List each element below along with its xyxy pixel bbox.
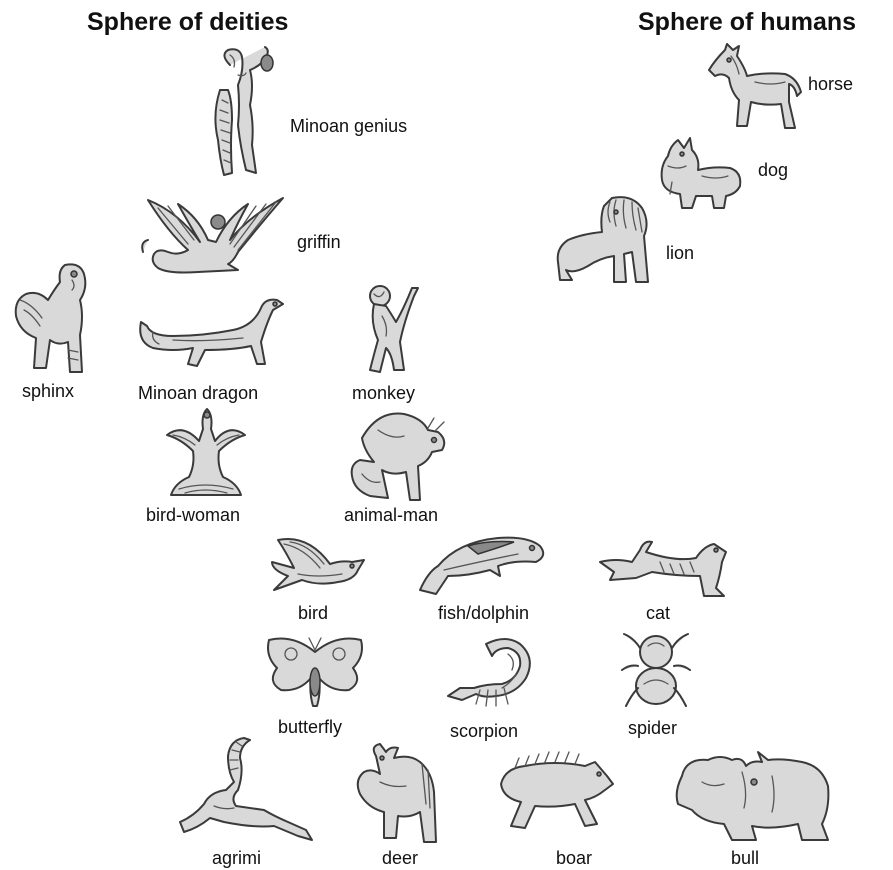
- label-scorpion: scorpion: [450, 721, 518, 742]
- label-agrimi: agrimi: [212, 848, 261, 869]
- label-lion: lion: [666, 243, 694, 264]
- bull-icon: [672, 752, 832, 844]
- heading-sphere-of-humans: Sphere of humans: [638, 8, 856, 37]
- minoan-genius-icon: [210, 45, 280, 185]
- boar-icon: [495, 748, 615, 834]
- dog-icon: [656, 136, 744, 212]
- horse-icon: [705, 42, 805, 132]
- label-fish-dolphin: fish/dolphin: [438, 603, 529, 624]
- monkey-icon: [360, 282, 422, 377]
- label-deer: deer: [382, 848, 418, 869]
- cat-icon: [596, 532, 731, 600]
- label-minoan-genius: Minoan genius: [290, 116, 407, 137]
- griffin-icon: [138, 192, 288, 284]
- label-butterfly: butterfly: [278, 717, 342, 738]
- label-dog: dog: [758, 160, 788, 181]
- label-minoan-dragon: Minoan dragon: [138, 383, 258, 404]
- scorpion-icon: [446, 634, 542, 714]
- sphinx-icon: [10, 260, 95, 378]
- bird-icon: [268, 530, 372, 598]
- heading-sphere-of-deities: Sphere of deities: [87, 8, 288, 37]
- label-sphinx: sphinx: [22, 381, 74, 402]
- label-bull: bull: [731, 848, 759, 869]
- label-horse: horse: [808, 74, 853, 95]
- label-griffin: griffin: [297, 232, 341, 253]
- label-bird: bird: [298, 603, 328, 624]
- label-spider: spider: [628, 718, 677, 739]
- label-bird-woman: bird-woman: [146, 505, 240, 526]
- butterfly-icon: [263, 634, 367, 714]
- animal-man-icon: [348, 400, 450, 505]
- label-animal-man: animal-man: [344, 505, 438, 526]
- bird-woman-icon: [165, 405, 247, 501]
- dragon-icon: [133, 292, 285, 377]
- agrimi-icon: [174, 736, 316, 846]
- dolphin-icon: [418, 532, 548, 597]
- label-cat: cat: [646, 603, 670, 624]
- lion-icon: [552, 192, 660, 288]
- deer-icon: [350, 742, 446, 846]
- spider-icon: [620, 628, 692, 713]
- label-boar: boar: [556, 848, 592, 869]
